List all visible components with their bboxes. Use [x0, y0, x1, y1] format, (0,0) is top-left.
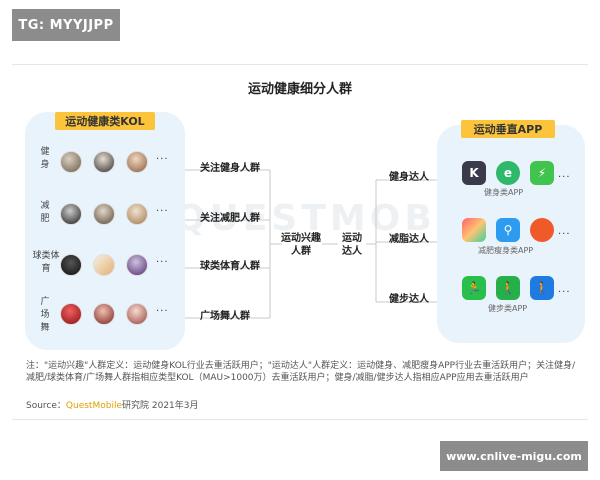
kol-avatar — [60, 303, 82, 325]
kol-avatar — [60, 254, 82, 276]
source-prefix: Source： — [26, 401, 66, 411]
tag-badge: TG: MYYJJPP — [12, 9, 120, 41]
group-label: 球类体育人群 — [200, 261, 260, 272]
walking-app-icon: 🏃 — [462, 276, 486, 300]
more-dots: ··· — [156, 306, 169, 317]
weight-loss-app-icon — [530, 218, 554, 242]
kol-avatar — [126, 151, 148, 173]
more-dots: ··· — [156, 154, 169, 165]
app-caption: 健身类APP — [484, 188, 524, 197]
fitness-app-icon: e — [496, 161, 520, 185]
more-dots: ··· — [558, 172, 571, 183]
kol-avatar — [126, 254, 148, 276]
source-line: Source：QuestMobile研究院 2021年3月 — [26, 398, 199, 411]
site-badge: www.cnlive-migu.com — [440, 441, 588, 471]
kol-avatar — [60, 151, 82, 173]
weight-loss-app-icon — [462, 218, 486, 242]
fitness-app-icon: ⚡ — [530, 161, 554, 185]
diagram-title: 运动健康细分人群 — [247, 82, 352, 97]
figure-frame — [12, 64, 588, 420]
more-dots: ··· — [156, 257, 169, 268]
kol-avatar — [93, 203, 115, 225]
kol-row-label: 健身 — [40, 147, 50, 170]
kol-row-label: 球类体育 — [32, 251, 60, 274]
app-panel-header: 运动垂直APP — [461, 120, 555, 138]
kol-row-label: 减肥 — [40, 201, 50, 224]
weight-loss-app-icon: ⚲ — [496, 218, 520, 242]
talent-label: 健身达人 — [389, 172, 429, 183]
interest-group-label: 运动兴趣人群 — [281, 233, 321, 257]
kol-avatar — [93, 254, 115, 276]
kol-avatar — [93, 151, 115, 173]
kol-avatar — [93, 303, 115, 325]
kol-avatar — [126, 203, 148, 225]
walking-app-icon: 🚶 — [530, 276, 554, 300]
group-label: 关注健身人群 — [200, 163, 260, 174]
group-label: 广场舞人群 — [200, 311, 250, 322]
group-label: 关注减肥人群 — [200, 213, 260, 224]
kol-row-label: 广场舞 — [40, 297, 50, 333]
talent-label: 健步达人 — [389, 294, 429, 305]
kol-avatar — [126, 303, 148, 325]
app-caption: 健步类APP — [488, 304, 528, 313]
talent-label: 减脂达人 — [389, 234, 429, 245]
source-brand: QuestMobile — [65, 401, 122, 411]
source-suffix: 研究院 2021年3月 — [122, 401, 199, 411]
footnote: 注："运动兴趣"人群定义：运动健身KOL行业去重活跃用户；"运动达人"人群定义：… — [26, 361, 576, 383]
kol-avatar — [60, 203, 82, 225]
walking-app-icon: 🚶 — [496, 276, 520, 300]
app-caption: 减肥瘦身类APP — [478, 246, 534, 255]
keep-app-icon: K — [462, 161, 486, 185]
more-dots: ··· — [558, 229, 571, 240]
more-dots: ··· — [558, 287, 571, 298]
kol-panel-header: 运动健康类KOL — [55, 112, 155, 130]
more-dots: ··· — [156, 206, 169, 217]
talent-group-label: 运动达人 — [342, 233, 362, 257]
